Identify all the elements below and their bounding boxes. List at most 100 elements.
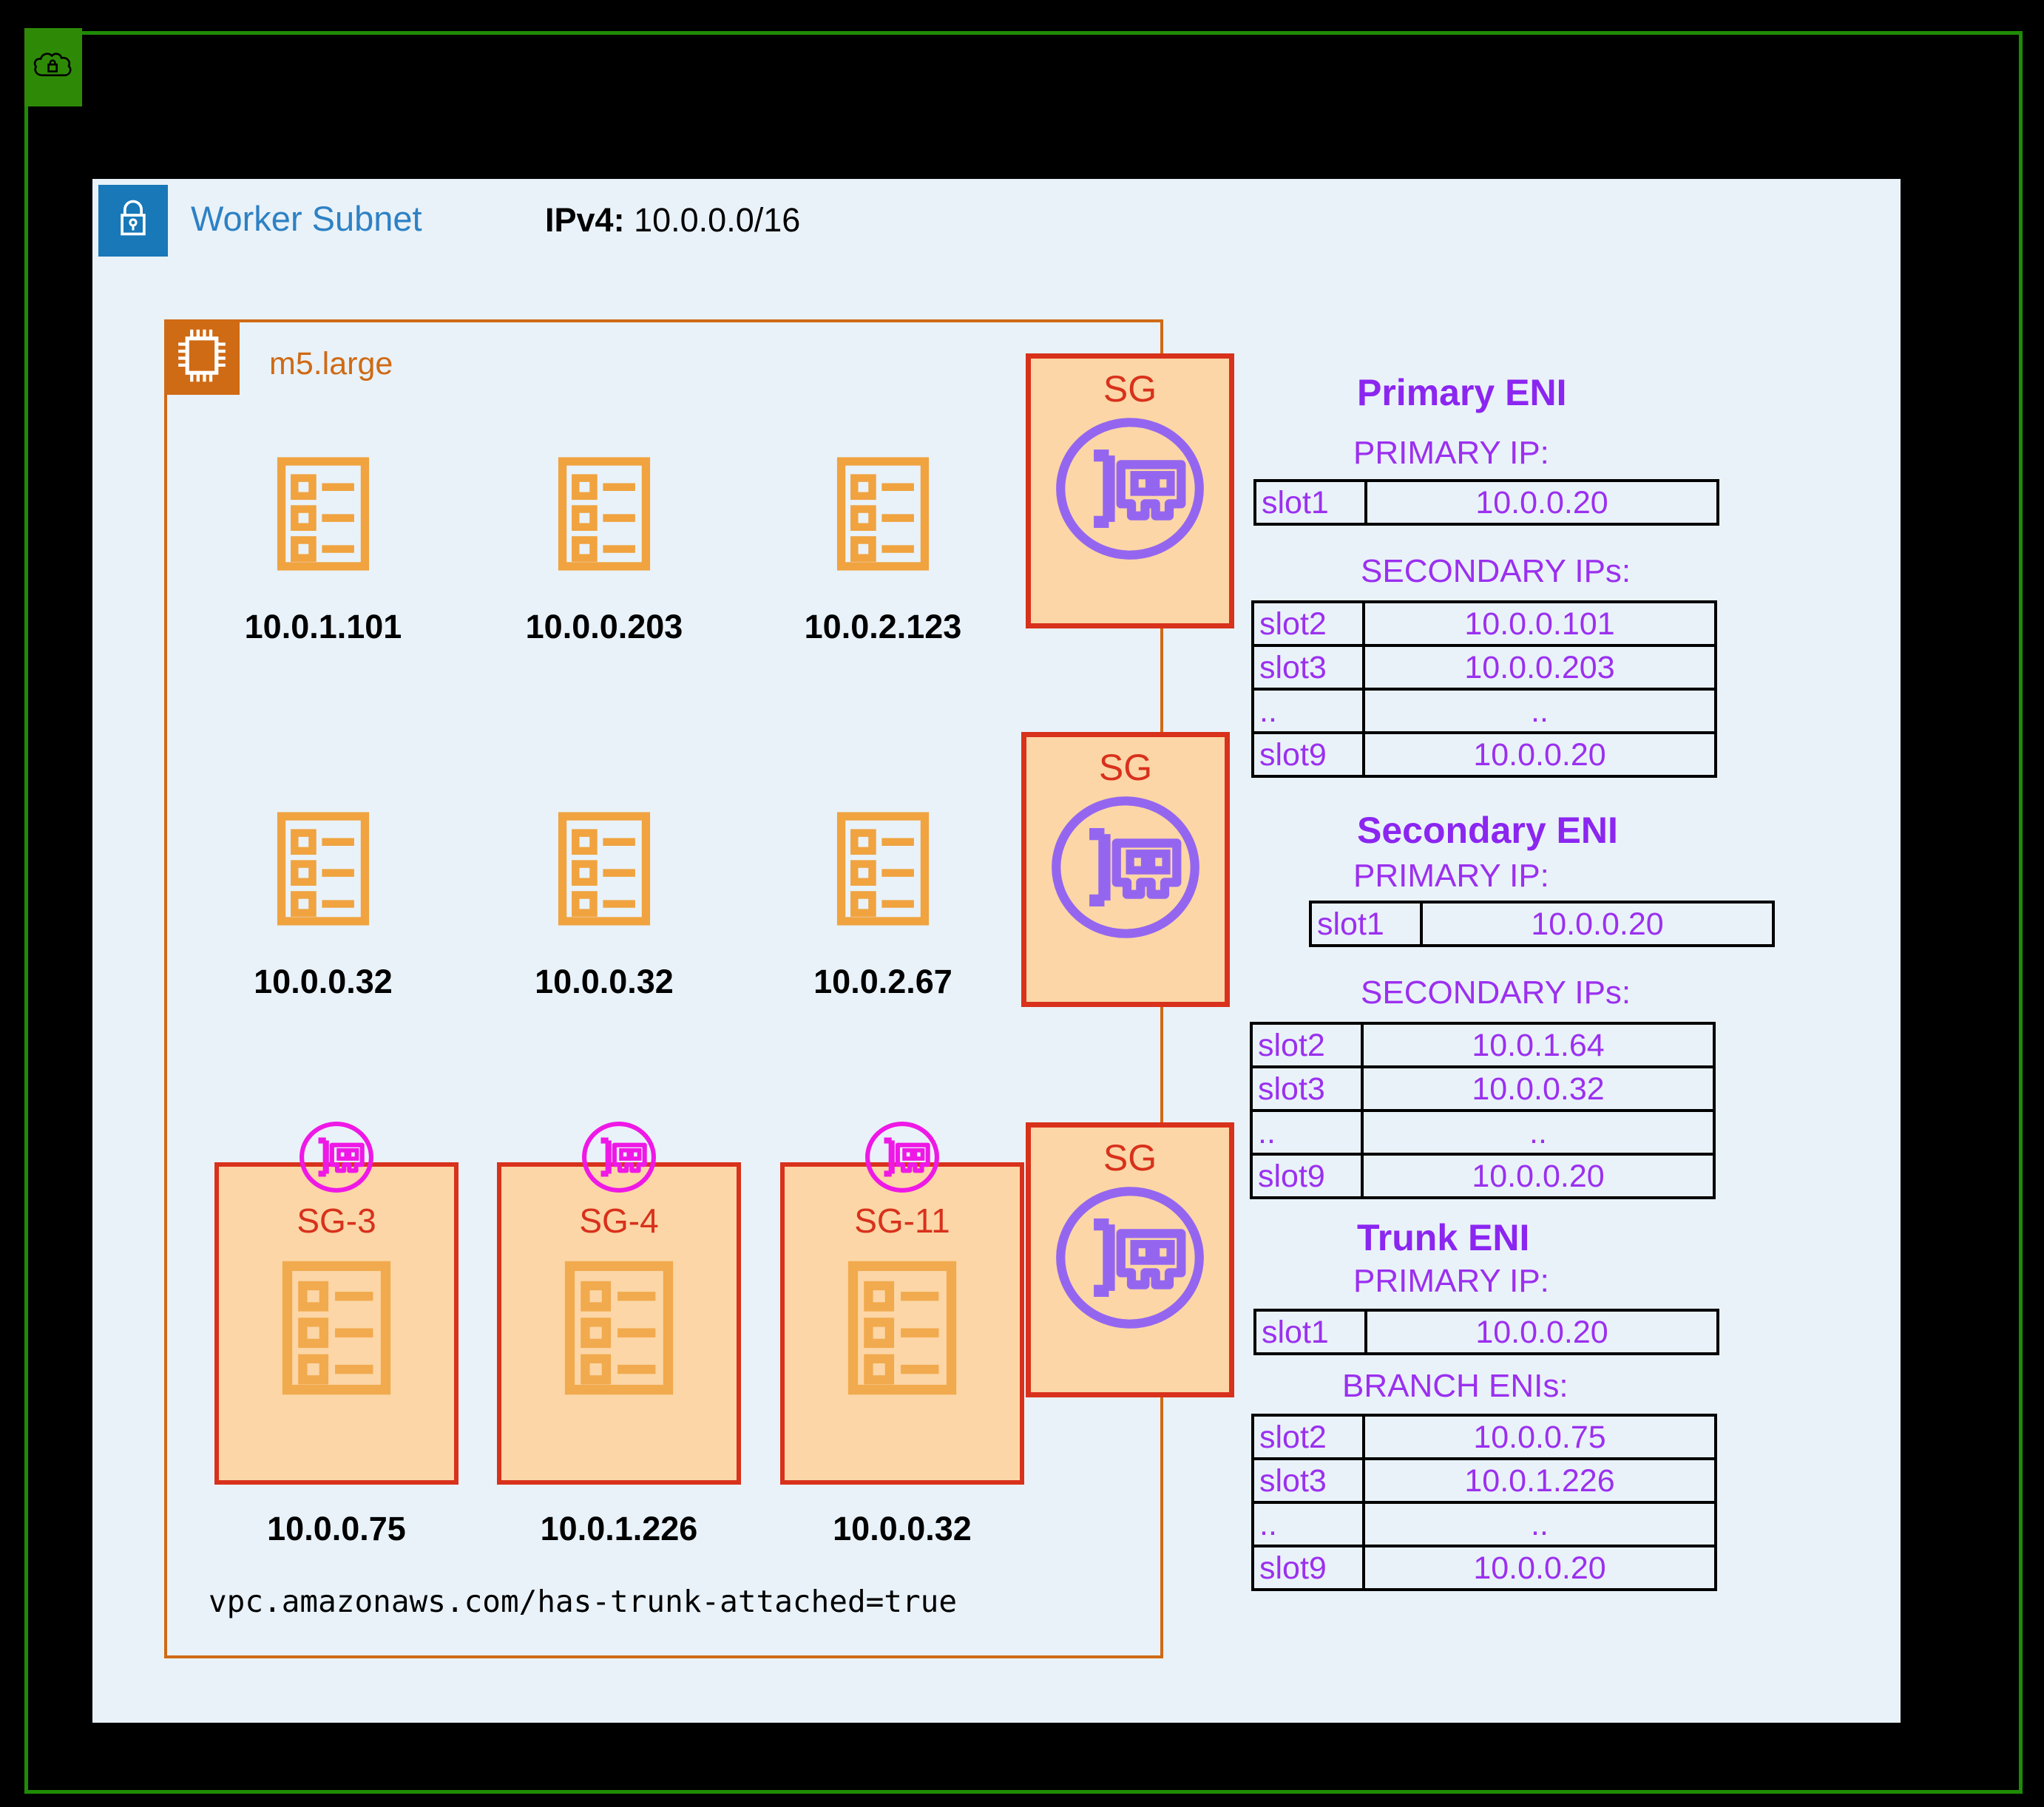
ip-cell: 10.0.0.101 — [1464, 606, 1615, 642]
pod: 10.0.0.32 — [515, 810, 693, 1001]
sg-box-secondary-eni: SG — [1021, 732, 1230, 1007]
branch-sg-name: SG-4 — [579, 1201, 659, 1240]
branch-sg-box: SG-11 — [780, 1162, 1024, 1485]
branch-eni-icon — [294, 1119, 379, 1195]
branch-eni-icon — [577, 1119, 661, 1195]
pod-ip-label: 10.0.1.101 — [244, 608, 402, 645]
ipv4-value: 10.0.0.0/16 — [634, 201, 801, 239]
ip-cell: 10.0.1.226 — [1464, 1463, 1615, 1499]
eni-icon — [1052, 413, 1208, 564]
eni-subheading: PRIMARY IP: — [1353, 858, 1549, 894]
ip-cell: 10.0.0.203 — [1464, 650, 1615, 685]
eni-section-title: Primary ENI — [1357, 372, 1567, 413]
instance-badge — [164, 319, 240, 395]
pod-icon — [824, 810, 942, 927]
table-row: slot9 10.0.0.20 — [1254, 731, 1714, 775]
subnet-cidr: IPv4: 10.0.0.0/16 — [545, 201, 800, 240]
pod-icon — [280, 1250, 393, 1406]
pod-ip-label: 10.0.2.123 — [804, 608, 962, 645]
table-row: slot3 10.0.1.226 — [1254, 1457, 1714, 1501]
slot-cell: .. — [1254, 691, 1365, 731]
pod-ip-label: 10.0.0.32 — [254, 963, 393, 1000]
sg-label: SG — [1103, 1137, 1157, 1179]
ip-cell: 10.0.0.20 — [1473, 1550, 1606, 1586]
ip-cell: 10.0.0.20 — [1473, 737, 1606, 773]
slot-cell: slot9 — [1253, 1156, 1364, 1196]
pod-icon — [545, 455, 663, 572]
table-row: slot9 10.0.0.20 — [1254, 1545, 1714, 1588]
table-row: slot9 10.0.0.20 — [1253, 1153, 1713, 1196]
pod: 10.0.0.203 — [515, 455, 693, 646]
eni-subheading: SECONDARY IPs: — [1361, 553, 1631, 589]
primary-ip-table: slot1 10.0.0.20 — [1253, 1309, 1719, 1355]
eni-subheading: BRANCH ENIs: — [1342, 1368, 1568, 1404]
ip-cell: 10.0.0.75 — [1473, 1420, 1606, 1455]
table-row: slot1 10.0.0.20 — [1256, 1312, 1716, 1352]
slot-cell: slot9 — [1254, 1547, 1365, 1588]
chip-icon — [170, 324, 234, 391]
table-row: .... — [1254, 688, 1714, 731]
eni-subheading: PRIMARY IP: — [1353, 1263, 1549, 1299]
eni-section-title: Trunk ENI — [1357, 1217, 1530, 1258]
slot-cell: slot2 — [1253, 1025, 1364, 1065]
pod-icon — [264, 455, 382, 572]
subnet-title: Worker Subnet — [191, 199, 422, 238]
pod-ip-label: 10.0.2.67 — [813, 963, 952, 1000]
pod-icon — [846, 1250, 958, 1406]
ip-cell: 10.0.0.20 — [1475, 485, 1608, 521]
branch-eni-icon — [860, 1119, 944, 1195]
pod: 10.0.1.101 — [234, 455, 412, 646]
pod-icon — [563, 1250, 675, 1406]
sg-label: SG — [1098, 747, 1153, 788]
table-row: .... — [1253, 1109, 1713, 1153]
vpc-frame — [24, 31, 2023, 1794]
ip-cell: .. — [1529, 1115, 1547, 1150]
sg-box-trunk-eni: SG — [1026, 1122, 1234, 1397]
ip-cell: 10.0.0.32 — [1472, 1071, 1605, 1107]
ip-cell: 10.0.1.64 — [1472, 1028, 1605, 1063]
branch-sg-box: SG-4 — [497, 1162, 741, 1485]
ip-cell: .. — [1531, 1507, 1549, 1542]
slot-cell: slot3 — [1254, 1460, 1365, 1501]
ip-cell: 10.0.0.20 — [1475, 1315, 1608, 1350]
branch-pod-ip-label: 10.0.0.32 — [833, 1510, 972, 1547]
vpc-badge — [24, 28, 82, 106]
pod-icon — [545, 810, 663, 927]
primary-ip-table: slot1 10.0.0.20 — [1253, 479, 1719, 526]
slot-cell: slot1 — [1256, 482, 1367, 523]
pod-icon — [264, 810, 382, 927]
branch-sg-name: SG-11 — [854, 1201, 950, 1240]
branch-sg-name: SG-3 — [297, 1201, 376, 1240]
table-row: slot1 10.0.0.20 — [1256, 482, 1716, 523]
branch-pod-ip-label: 10.0.1.226 — [540, 1510, 698, 1547]
eni-subheading: SECONDARY IPs: — [1361, 974, 1631, 1011]
pod-ip-label: 10.0.0.203 — [525, 608, 683, 645]
branch-pod-ip-label: 10.0.0.75 — [267, 1510, 406, 1547]
ip-cell: 10.0.0.20 — [1472, 1159, 1605, 1194]
eni-icon — [1047, 792, 1204, 943]
sg-label: SG — [1103, 368, 1157, 410]
slot-cell: .. — [1253, 1112, 1364, 1153]
table-row: .... — [1254, 1501, 1714, 1545]
sg-box-primary-eni: SG — [1026, 353, 1234, 628]
slot-cell: slot1 — [1312, 904, 1423, 944]
ipv4-label: IPv4: — [545, 201, 625, 239]
slot-cell: slot1 — [1256, 1312, 1367, 1352]
eni-subheading: PRIMARY IP: — [1353, 435, 1549, 471]
cloud-lock-icon — [30, 47, 77, 88]
slot-cell: slot3 — [1253, 1068, 1364, 1109]
table-row: slot3 10.0.0.32 — [1253, 1065, 1713, 1109]
pod-ip-label: 10.0.0.32 — [535, 963, 674, 1000]
eni-icon — [1052, 1182, 1208, 1333]
node-label-annotation: vpc.amazonaws.com/has-trunk-attached=tru… — [209, 1584, 958, 1619]
subnet-badge — [98, 185, 168, 257]
slot-cell: slot9 — [1254, 734, 1365, 775]
